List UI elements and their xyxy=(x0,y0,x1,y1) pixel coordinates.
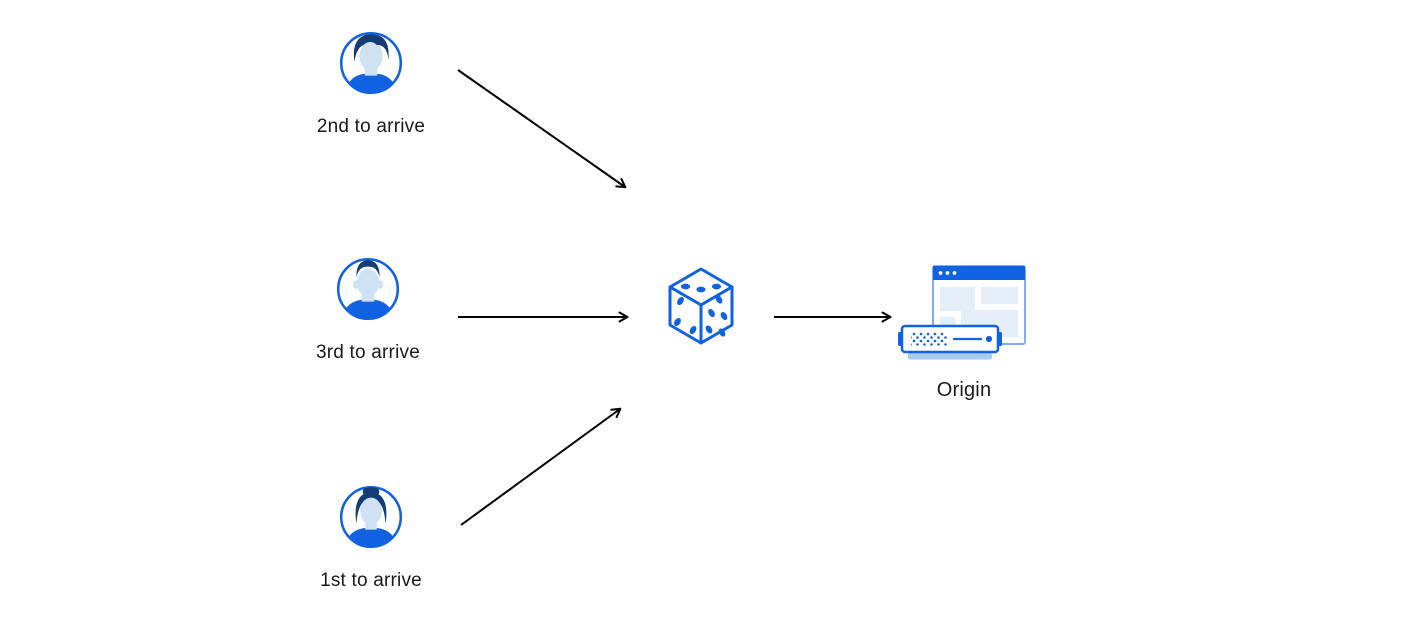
origin-server-browser-icon xyxy=(898,265,1026,360)
node-visitor-bottom: 1st to arrive xyxy=(320,484,422,591)
avatar-woman-bun-icon xyxy=(339,485,403,549)
dice-icon xyxy=(668,267,734,345)
node-visitor-middle: 3rd to arrive xyxy=(316,256,420,363)
visitor-top-label: 2nd to arrive xyxy=(316,116,426,137)
node-dice xyxy=(666,266,736,353)
avatar-man-short-hair-icon xyxy=(336,257,400,321)
visitor-bottom-label: 1st to arrive xyxy=(320,570,422,591)
avatar-man-pompadour-icon xyxy=(339,31,403,95)
origin-label: Origin xyxy=(936,379,992,401)
node-origin: Origin xyxy=(898,262,1030,401)
server-icon xyxy=(898,324,1002,360)
arrow-visitor-top-to-dice xyxy=(457,69,627,189)
visitor-middle-label: 3rd to arrive xyxy=(316,342,420,363)
node-visitor-top: 2nd to arrive xyxy=(317,30,425,137)
arrow-visitor-bottom-to-dice xyxy=(460,407,622,526)
